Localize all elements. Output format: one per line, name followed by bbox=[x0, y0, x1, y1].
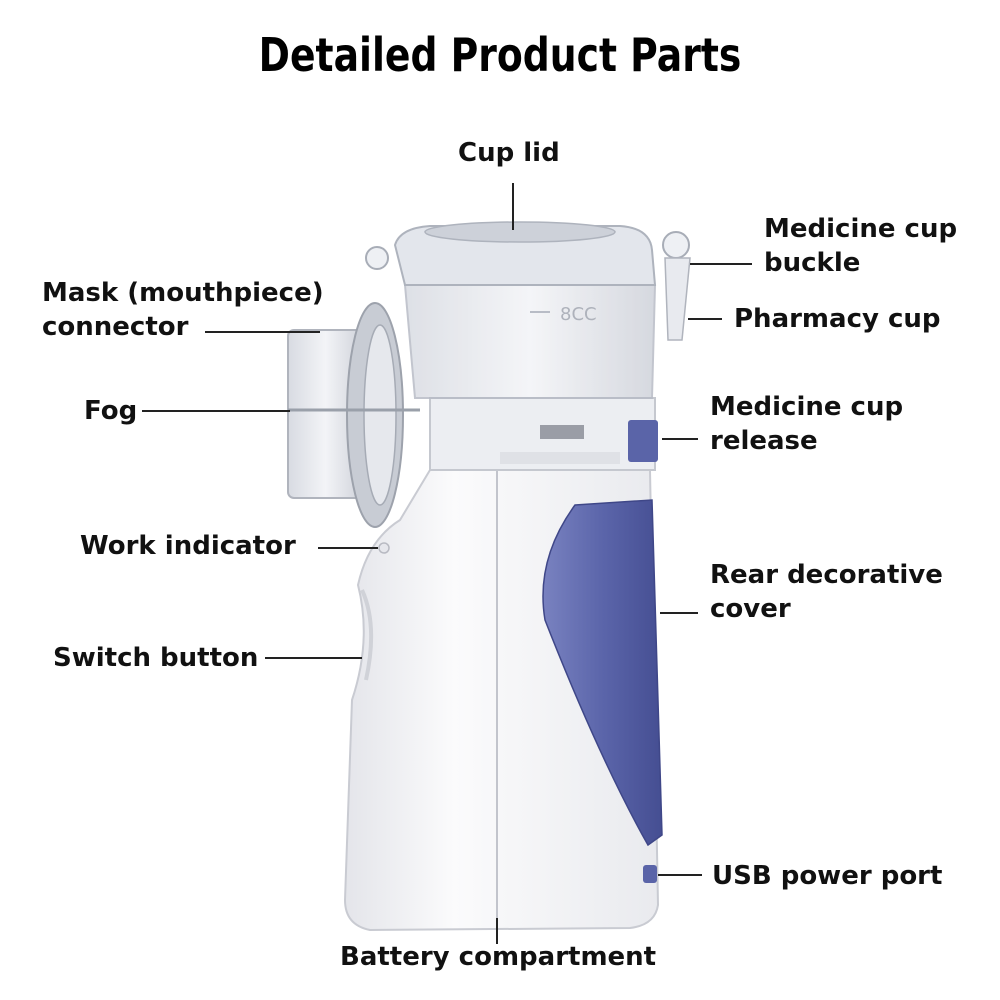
work-indicator bbox=[378, 542, 390, 554]
label-medicine-cup-buckle: Medicine cup buckle bbox=[764, 214, 958, 278]
collar-tab bbox=[500, 452, 620, 464]
label-battery-compartment: Battery compartment bbox=[340, 942, 657, 972]
label-rear-decorative-cover: Rear decorative cover bbox=[710, 560, 943, 624]
medicine-cup-buckle bbox=[662, 231, 690, 259]
cup-lid-top bbox=[424, 221, 616, 243]
label-work-indicator: Work indicator bbox=[80, 531, 296, 561]
label-usb-power-port: USB power port bbox=[712, 861, 943, 891]
label-mask-connector: Mask (mouthpiece) connector bbox=[42, 278, 324, 342]
pharmacy-cup-tab bbox=[664, 257, 691, 341]
label-cup-lid: Cup lid bbox=[458, 138, 560, 168]
label-switch-button: Switch button bbox=[53, 643, 259, 673]
connector-ring-inner bbox=[363, 324, 397, 506]
leader-lines bbox=[142, 183, 752, 944]
rear-decorative-cover bbox=[542, 499, 663, 847]
usb-port bbox=[643, 865, 657, 883]
label-fog: Fog bbox=[84, 396, 138, 426]
left-hinge bbox=[365, 246, 389, 270]
label-medicine-cup-release: Medicine cup release bbox=[710, 392, 904, 456]
cup-lid bbox=[393, 225, 657, 286]
cup-marking: 8CC bbox=[560, 304, 597, 325]
label-pharmacy-cup: Pharmacy cup bbox=[734, 304, 941, 334]
pharmacy-cup bbox=[403, 284, 657, 399]
switch-button bbox=[360, 589, 374, 681]
collar-slot bbox=[540, 425, 584, 439]
medicine-cup-release bbox=[628, 420, 658, 462]
page-title: Detailed Product Parts bbox=[258, 28, 742, 82]
